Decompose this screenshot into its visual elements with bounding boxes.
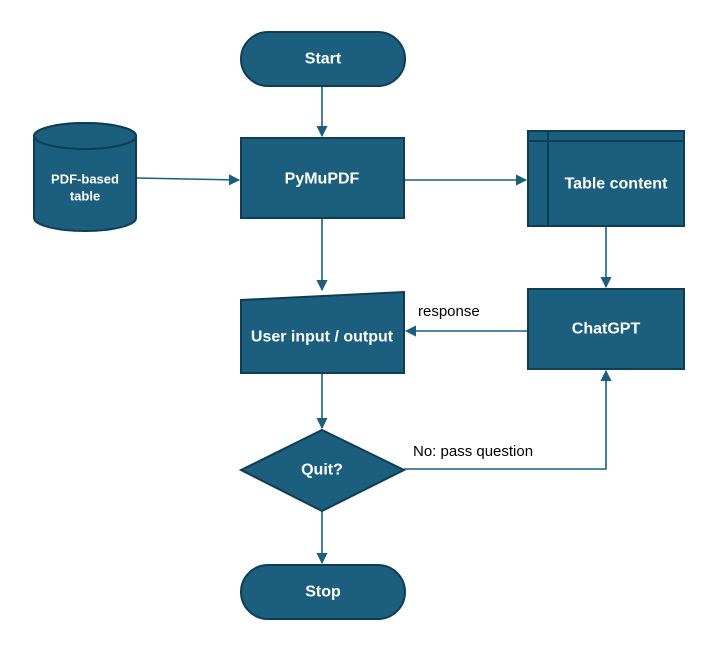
pdf-table-label-line-2: table [70,189,100,204]
pdf-table-label-line-1: PDF-based [51,172,119,187]
table-content-node: Table content [527,130,685,227]
start-label: Start [305,51,342,68]
pdf-table-node: PDF-based table [33,122,137,232]
stop-label: Stop [305,584,341,601]
quit-label: Quit? [301,462,343,479]
edge-quit-to-chatgpt [404,369,612,470]
user-io-node: User input / output [240,290,405,374]
table-content-label: Table content [565,176,668,193]
chatgpt-label: ChatGPT [572,321,641,338]
pymupdf-label: PyMuPDF [285,171,360,188]
quit-decision-node: Quit? [238,428,407,513]
user-io-label: User input / output [251,329,394,346]
chatgpt-node: ChatGPT [527,288,685,370]
response-edge-label: response [418,303,480,320]
stop-node: Stop [240,564,406,620]
edge-pdf-to-pymupdf [135,174,241,186]
pymupdf-node: PyMuPDF [240,137,405,219]
start-node: Start [240,31,406,87]
no-pass-question-edge-label: No: pass question [413,443,533,460]
